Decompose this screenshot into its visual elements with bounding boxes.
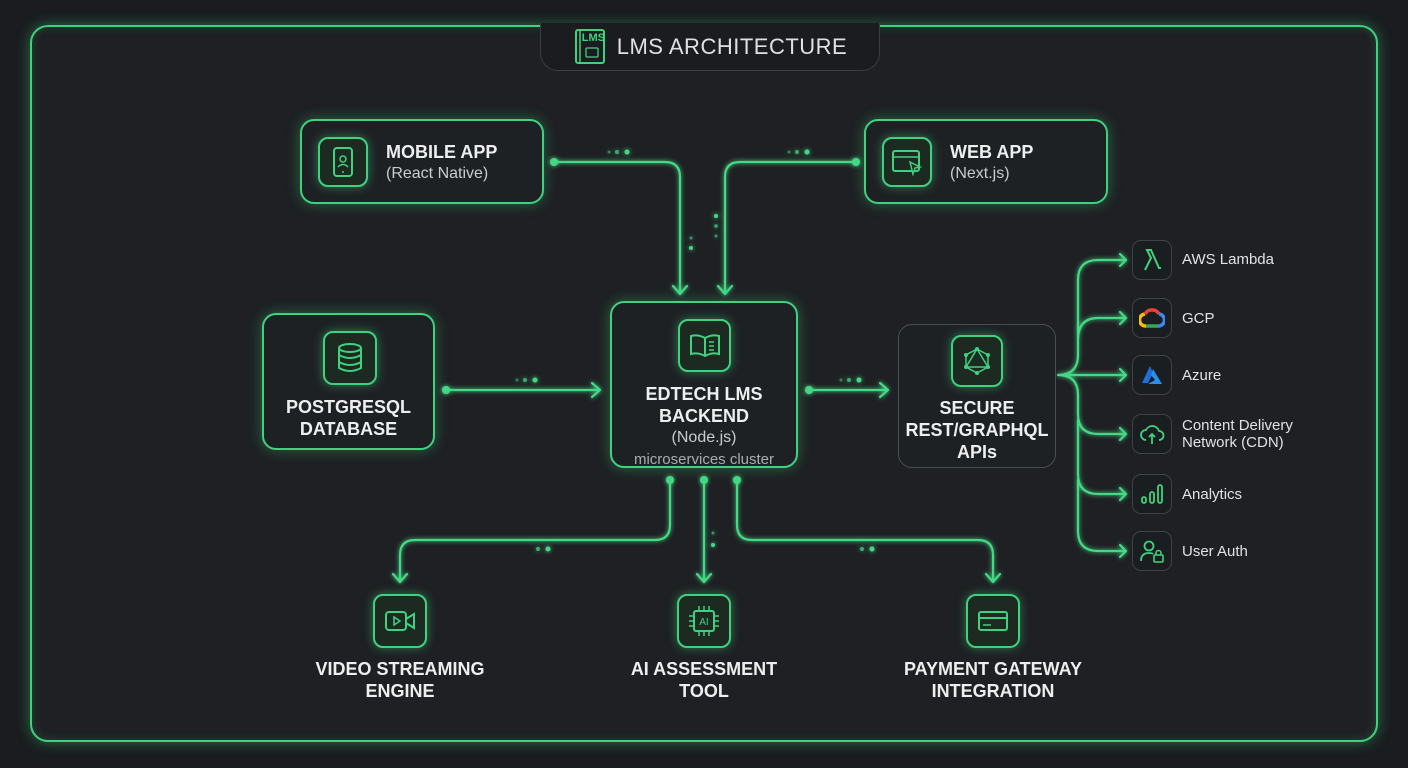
book-icon: LMS xyxy=(573,28,607,66)
video-title-line2: ENGINE xyxy=(365,681,435,701)
web-app-node[interactable]: WEB APP (Next.js) xyxy=(864,119,1108,204)
backend-title-line1: EDTECH LMS xyxy=(645,384,763,404)
svg-text:AI: AI xyxy=(699,617,708,628)
mobile-app-subtitle: (React Native) xyxy=(386,165,489,182)
lambda-icon[interactable] xyxy=(1132,240,1172,280)
service-aws-lambda: AWS Lambda xyxy=(1182,251,1274,268)
wire-backend-ai xyxy=(695,478,713,584)
service-gcp: GCP xyxy=(1182,310,1215,327)
browser-cursor-icon xyxy=(882,137,932,187)
bar-chart-icon[interactable] xyxy=(1132,474,1172,514)
backend-description: microservices cluster xyxy=(633,451,775,468)
wire-backend-apis xyxy=(807,381,890,399)
apis-title-line1: SECURE xyxy=(939,398,1015,418)
user-lock-icon[interactable] xyxy=(1132,531,1172,571)
payment-title-line2: INTEGRATION xyxy=(931,681,1055,701)
service-cdn-line2: Network (CDN) xyxy=(1182,434,1284,451)
video-camera-icon[interactable] xyxy=(373,594,427,648)
service-azure: Azure xyxy=(1182,367,1222,384)
graphql-icon xyxy=(951,335,1003,387)
ai-chip-icon[interactable]: AI xyxy=(677,594,731,648)
database-icon xyxy=(323,331,377,385)
backend-subtitle: (Node.js) xyxy=(671,429,737,446)
apis-title-line3: APIs xyxy=(956,442,998,462)
database-title-line1: POSTGRESQL xyxy=(285,397,411,417)
backend-title-line2: BACKEND xyxy=(659,406,749,426)
google-cloud-icon[interactable] xyxy=(1132,298,1172,338)
title-tab: LMS LMS ARCHITECTURE xyxy=(540,23,880,71)
open-book-icon xyxy=(678,319,731,372)
service-analytics: Analytics xyxy=(1182,486,1243,503)
wire-backend-video xyxy=(391,478,672,584)
wire-mobile-backend xyxy=(552,160,689,296)
video-title-line1: VIDEO STREAMING xyxy=(315,659,485,679)
wire-backend-payment xyxy=(735,478,1002,584)
smartphone-icon xyxy=(318,137,368,187)
database-title-line2: DATABASE xyxy=(299,419,398,439)
logo-text: LMS xyxy=(581,31,605,44)
mobile-app-title: MOBILE APP xyxy=(386,142,498,162)
service-user-auth: User Auth xyxy=(1182,543,1248,560)
apis-title-line2: REST/GRAPHQL xyxy=(905,420,1049,440)
wire-api-fan xyxy=(1056,252,1128,559)
ai-title-line1: AI ASSESSMENT xyxy=(630,659,778,679)
mobile-app-node[interactable]: MOBILE APP (React Native) xyxy=(300,119,544,204)
page-title: LMS ARCHITECTURE xyxy=(616,33,848,59)
azure-icon[interactable] xyxy=(1132,355,1172,395)
web-app-title: WEB APP xyxy=(950,142,1034,162)
payment-title-line1: PAYMENT GATEWAY xyxy=(903,659,1083,679)
wire-web-backend xyxy=(716,160,858,296)
web-app-subtitle: (Next.js) xyxy=(950,165,1010,182)
credit-card-icon[interactable] xyxy=(966,594,1020,648)
cloud-upload-icon[interactable] xyxy=(1132,414,1172,454)
wire-db-backend xyxy=(444,381,602,399)
ai-title-line2: TOOL xyxy=(679,681,729,701)
service-cdn-line1: Content Delivery xyxy=(1182,417,1293,434)
